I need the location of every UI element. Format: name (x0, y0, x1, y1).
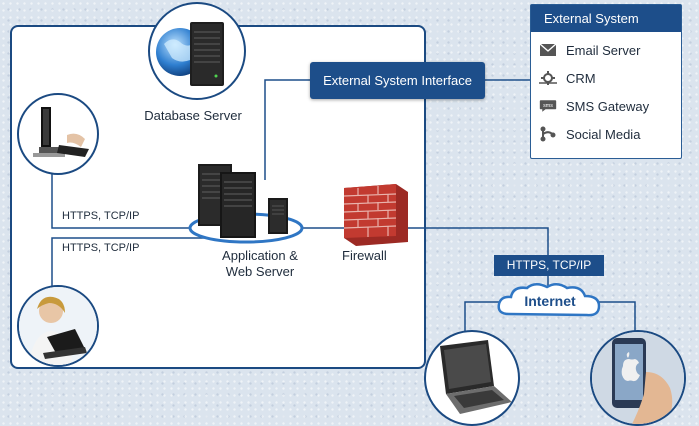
laptop-device-node (424, 330, 520, 426)
user-link-label: HTTPS, TCP/IP (62, 242, 140, 254)
external-item-label: CRM (566, 70, 596, 86)
external-item-label: Social Media (566, 126, 641, 142)
svg-text:sms: sms (543, 103, 553, 109)
desktop-computer-icon (33, 107, 89, 157)
app-server-label: Application & Web Server (200, 248, 320, 280)
app-server-label-line2: Web Server (225, 264, 295, 279)
user-laptop-node (17, 285, 99, 367)
app-server-label-line1: Application & (222, 248, 298, 263)
smartphone-icon (592, 332, 684, 424)
crm-gear-icon (539, 71, 557, 85)
external-system-panel: External System Email Server CRM sms SMS… (530, 4, 682, 159)
firewall-label: Firewall (342, 248, 387, 263)
external-item-social: Social Media (539, 122, 679, 146)
internet-label: Internet (524, 293, 576, 309)
firewall-icon (343, 184, 408, 246)
database-server-icon (156, 22, 224, 86)
laptop-icon (440, 340, 512, 414)
external-system-title: External System (531, 5, 681, 32)
external-item-crm: CRM (539, 66, 679, 90)
desktop-link-label: HTTPS, TCP/IP (62, 210, 140, 222)
sms-bubble-icon: sms (539, 99, 557, 113)
external-item-label: Email Server (566, 42, 641, 58)
database-server-label: Database Server (144, 108, 242, 123)
external-item-sms: sms SMS Gateway (539, 94, 679, 118)
firewall-node (340, 182, 412, 248)
envelope-icon (539, 43, 557, 57)
internet-link-label: HTTPS, TCP/IP (494, 255, 604, 276)
app-server-node (188, 160, 306, 246)
desktop-computer-node (17, 93, 99, 175)
phone-device-node (590, 330, 686, 426)
internet-cloud-icon (497, 283, 601, 317)
database-server-node (148, 2, 246, 100)
external-item-label: SMS Gateway (566, 98, 650, 114)
app-server-icon (188, 164, 304, 244)
external-interface-box: External System Interface (310, 62, 485, 99)
user-laptop-icon (19, 287, 97, 365)
internet-link-line (405, 227, 549, 255)
external-item-email: Email Server (539, 38, 679, 62)
social-share-icon (539, 126, 557, 142)
